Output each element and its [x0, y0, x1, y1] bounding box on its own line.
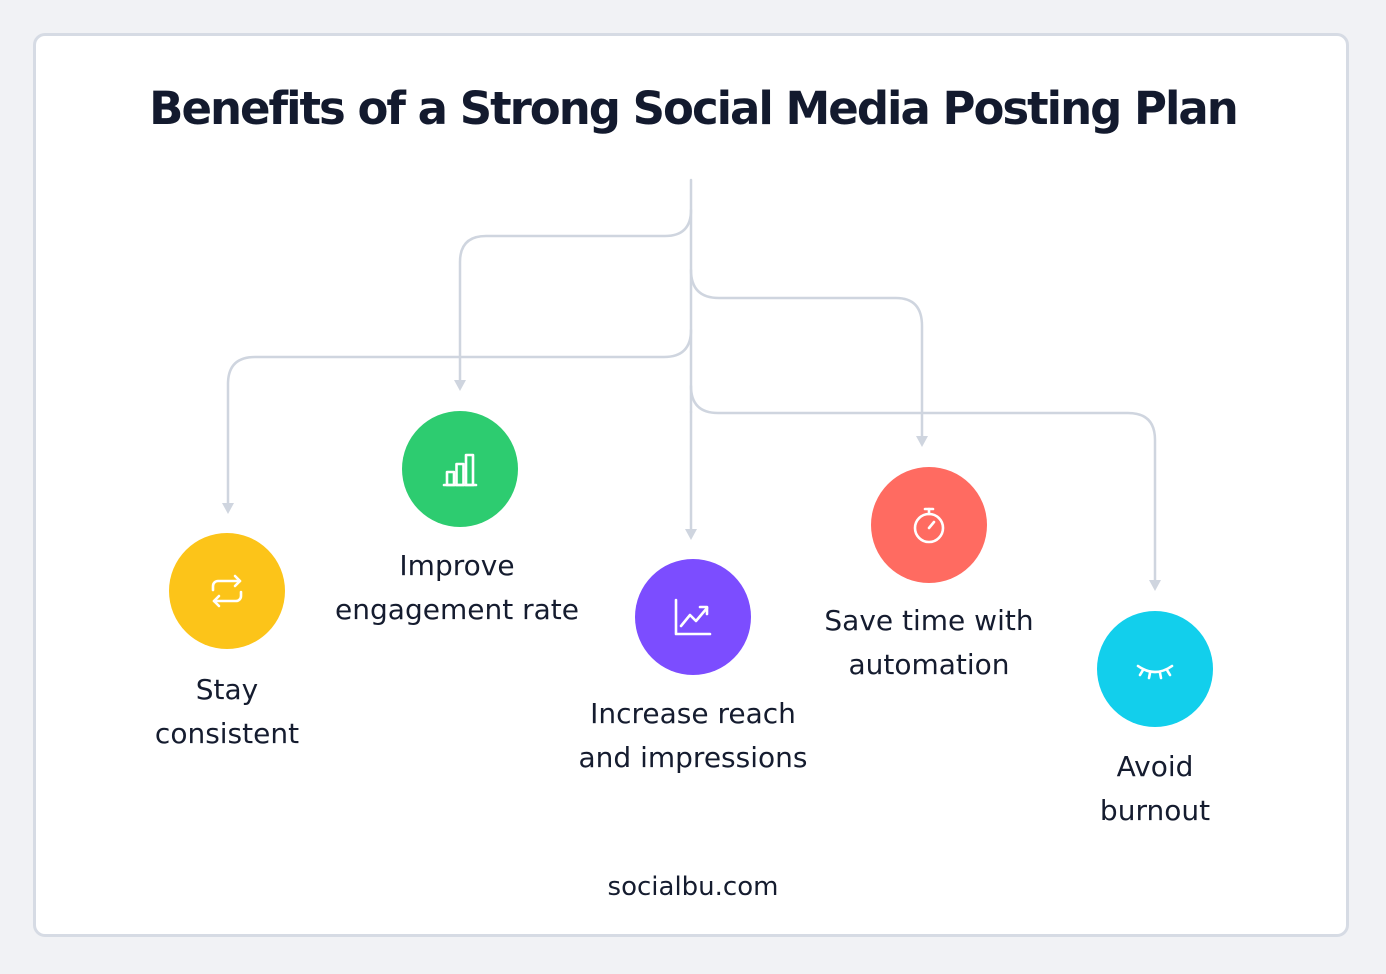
- increase-reach-node: [635, 559, 751, 675]
- benefit-line: Stay: [195, 673, 259, 706]
- stopwatch-icon: [913, 507, 945, 544]
- trend-up-icon: [674, 598, 712, 636]
- arrow-head-engagement: [454, 380, 466, 391]
- avoid-burnout-node: [1097, 611, 1213, 727]
- arrow-head-reach: [685, 529, 697, 540]
- save-time-node: [871, 467, 987, 583]
- arrow-head-consistent: [222, 503, 234, 514]
- increase-reach-label: Increase reach and impressions: [543, 692, 843, 780]
- benefit-line: Save time with: [824, 604, 1034, 637]
- stay-consistent-label: Stay consistent: [77, 668, 377, 756]
- benefit-line: Increase reach: [590, 697, 796, 730]
- closed-eye-icon: [1136, 664, 1174, 680]
- connector-to-engagement: [458, 208, 693, 384]
- benefit-line: automation: [848, 648, 1010, 681]
- save-time-label: Save time with automation: [779, 599, 1079, 687]
- page-title: Benefits of a Strong Social Media Postin…: [149, 82, 1239, 135]
- source-footer: socialbu.com: [607, 872, 779, 902]
- arrow-head-automation: [916, 436, 928, 447]
- bar-chart-icon: [442, 453, 478, 487]
- benefit-line: Improve: [399, 549, 515, 582]
- stay-consistent-node: [169, 533, 285, 649]
- benefit-line: and impressions: [578, 741, 808, 774]
- benefit-line: consistent: [154, 717, 300, 750]
- connector-to-automation: [689, 268, 924, 440]
- improve-engagement-node: [402, 411, 518, 527]
- avoid-burnout-label: Avoid burnout: [1005, 745, 1305, 833]
- benefit-line: engagement rate: [335, 593, 579, 626]
- arrow-head-burnout: [1149, 580, 1161, 591]
- connector-to-burnout: [689, 384, 1157, 584]
- improve-engagement-label: Improve engagement rate: [307, 544, 607, 632]
- benefit-line: Avoid: [1116, 750, 1194, 783]
- repeat-icon: [211, 574, 243, 608]
- benefit-line: burnout: [1099, 794, 1211, 827]
- connector-to-consistent: [226, 328, 693, 507]
